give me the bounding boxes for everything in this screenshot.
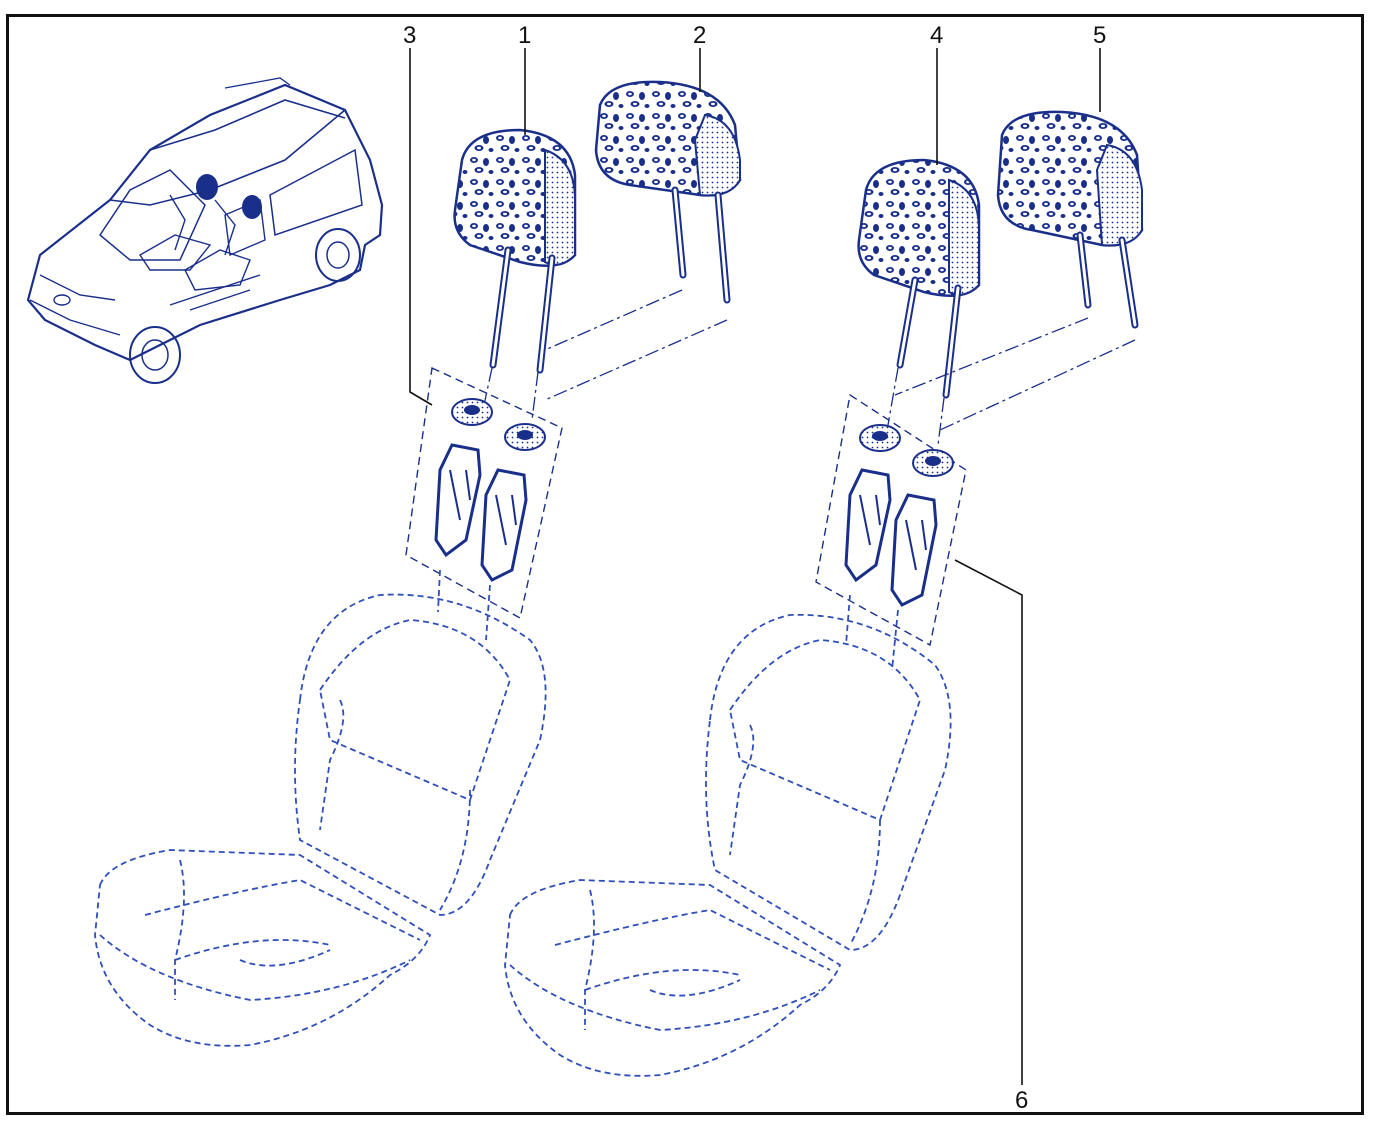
callout-label-6: 6	[1015, 1087, 1028, 1114]
alignment-lines	[483, 289, 1136, 446]
headrest-1	[453, 128, 577, 374]
seat-outline-right	[504, 613, 952, 1077]
guide-set-3	[405, 366, 563, 641]
highlighted-headrest-icon	[196, 174, 218, 200]
seat-outline-left	[94, 593, 547, 1047]
leader-lines	[409, 48, 1101, 1085]
highlighted-headrest-icon	[242, 195, 262, 219]
guide-set-6	[815, 393, 967, 671]
headrest-4	[857, 158, 981, 399]
callout-label-2: 2	[693, 22, 706, 49]
headrest-5	[996, 110, 1144, 329]
headrest-2	[594, 80, 742, 304]
vehicle-thumbnail	[26, 77, 384, 384]
callout-label-3: 3	[403, 22, 416, 49]
callout-label-1: 1	[518, 22, 531, 49]
callout-label-4: 4	[930, 22, 943, 49]
callout-label-5: 5	[1093, 22, 1106, 49]
